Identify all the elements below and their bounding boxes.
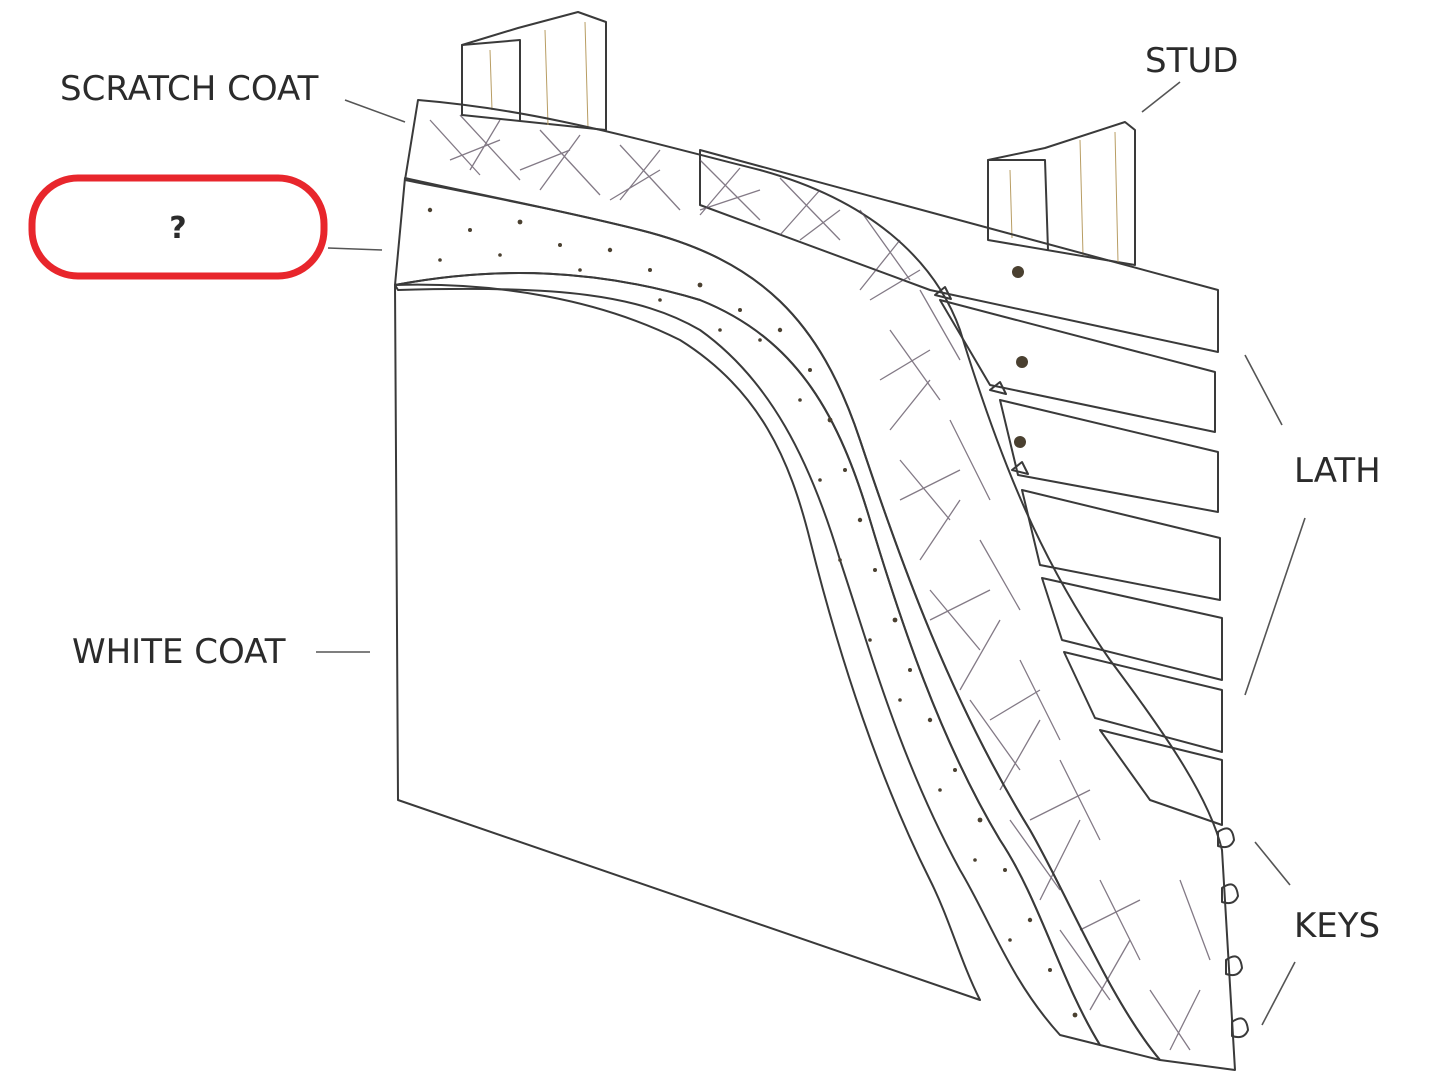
label-stud: STUD (1145, 41, 1238, 81)
label-lath: LATH (1294, 451, 1381, 491)
stud-right (987, 121, 1136, 266)
leader-lines (316, 81, 1306, 1026)
label-white-coat: WHITE COAT (72, 632, 286, 672)
scratch-coat-layer (404, 99, 1236, 1071)
brown-coat-layer (394, 177, 1161, 1061)
highlight-box[interactable] (28, 174, 328, 280)
stud-left (461, 11, 607, 131)
label-scratch-coat: SCRATCH COAT (60, 69, 319, 109)
label-keys: KEYS (1294, 906, 1380, 946)
white-coat-layer (394, 283, 981, 1001)
lath-strips (699, 149, 1223, 826)
label-unknown: ? (169, 211, 186, 246)
keys (934, 286, 1249, 1039)
